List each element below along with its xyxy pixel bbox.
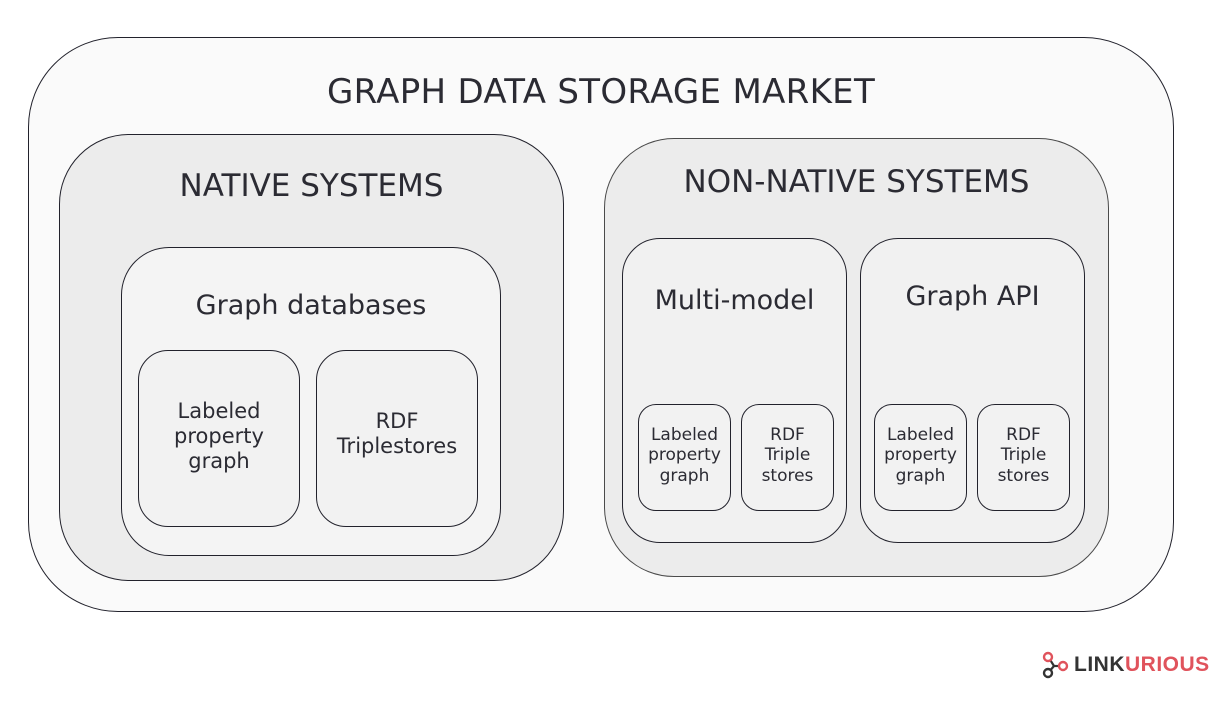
market-title: GRAPH DATA STORAGE MARKET xyxy=(326,72,876,112)
non-native-systems-title: NON-NATIVE SYSTEMS xyxy=(683,164,1030,200)
graph-api-rdf-triple-stores-box: RDF Triple stores xyxy=(977,404,1070,511)
graph-databases-title: Graph databases xyxy=(195,290,427,321)
linkurious-logo: LINKURIOUS xyxy=(1040,650,1210,680)
native-systems-title: NATIVE SYSTEMS xyxy=(179,168,444,204)
logo-text-urious: URIOUS xyxy=(1125,653,1210,676)
multi-model-labeled-property-graph-box: Labeled property graph xyxy=(638,404,731,511)
graphdb-rdf-triplestores-box: RDF Triplestores xyxy=(316,350,478,527)
graphdb-labeled-property-graph-box: Labeled property graph xyxy=(138,350,300,527)
logo-text-link: LINK xyxy=(1074,653,1125,676)
graph-api-rdf-triple-stores-label: RDF Triple stores xyxy=(997,425,1050,486)
graphdb-rdf-triplestores-label: RDF Triplestores xyxy=(336,409,458,459)
multi-model-rdf-triple-stores-label: RDF Triple stores xyxy=(761,425,814,486)
multi-model-rdf-triple-stores-box: RDF Triple stores xyxy=(741,404,834,511)
graph-api-labeled-property-graph-label: Labeled property graph xyxy=(884,425,957,486)
graph-api-title: Graph API xyxy=(905,281,1040,312)
linkurious-wordmark: LINKURIOUS xyxy=(1074,653,1210,677)
graph-api-labeled-property-graph-box: Labeled property graph xyxy=(874,404,967,511)
linkurious-nodes-icon xyxy=(1042,651,1069,679)
multi-model-title: Multi-model xyxy=(654,285,815,316)
graphdb-labeled-property-graph-label: Labeled property graph xyxy=(174,399,264,474)
multi-model-labeled-property-graph-label: Labeled property graph xyxy=(648,425,721,486)
